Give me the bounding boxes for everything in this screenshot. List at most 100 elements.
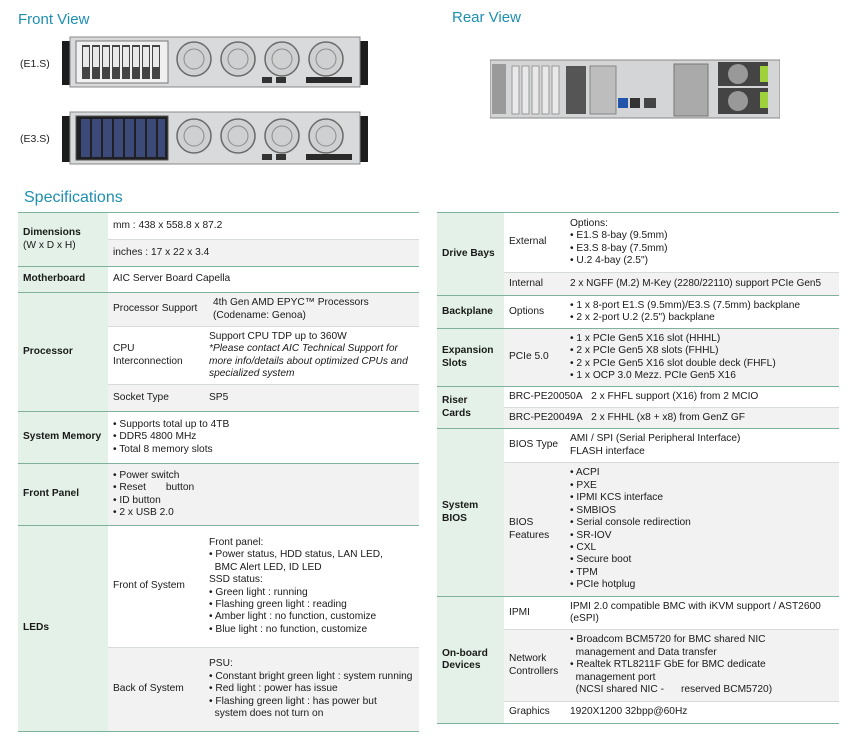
list-item: • U.2 4-bay (2.5") xyxy=(570,254,648,266)
list-item: • PCIe hotplug xyxy=(570,579,636,591)
list-item: • Serial console redirection xyxy=(570,517,691,529)
left-spec-table: Dimensions (W x D x H) mm : 438 x 558.8 … xyxy=(18,212,420,732)
expansion-slots-sub: PCIe 5.0 xyxy=(504,328,565,387)
backplane-list: • 1 x 8-port E1.S (9.5mm)/E3.S (7.5mm) b… xyxy=(565,295,839,329)
right-spec-table: Drive Bays External Options: • E1.S 8-ba… xyxy=(437,212,839,724)
backplane-row: Backplane Options • 1 x 8-port E1.S (9.5… xyxy=(437,295,839,329)
list-item: • E3.S 8-bay (7.5mm) xyxy=(570,242,668,254)
leds-back-row: Back of System PSU: • Constant bright gr… xyxy=(18,647,420,732)
list-item: SSD status: xyxy=(209,574,263,586)
expansion-slots-row: Expansion Slots PCIe 5.0 • 1 x PCIe Gen5… xyxy=(437,328,839,387)
list-item: • 2 x 2-port U.2 (2.5") backplane xyxy=(570,312,715,323)
graphics-row: Graphics 1920X1200 32bpp@60Hz xyxy=(437,701,839,724)
list-item: • Broadcom BCM5720 for BMC shared NIC xyxy=(570,634,766,646)
front-server-e3s-image xyxy=(62,111,368,165)
motherboard-row: Motherboard AIC Server Board Capella xyxy=(18,266,420,293)
front-view-title: Front View xyxy=(18,11,90,28)
dimensions-row-mm: Dimensions (W x D x H) mm : 438 x 558.8 … xyxy=(18,212,420,267)
bios-type-label: BIOS Type xyxy=(504,428,565,463)
bios-features-list: • ACPI • PXE • IPMI KCS interface • SMBI… xyxy=(565,462,839,597)
socket-type-value: SP5 xyxy=(204,384,420,412)
system-memory-label: System Memory xyxy=(18,411,108,464)
drive-bays-internal-value: 2 x NGFF (M.2) M-Key (2280/22110) suppor… xyxy=(565,272,839,296)
list-item: management and Data transfer xyxy=(570,646,717,658)
list-item: PSU: xyxy=(209,658,233,670)
list-item: management port xyxy=(570,671,656,683)
motherboard-value: AIC Server Board Capella xyxy=(108,266,420,293)
system-memory-row: System Memory • Supports total up to 4TB… xyxy=(18,411,420,464)
system-bios-label: System BIOS xyxy=(437,428,504,597)
network-controllers-row: Network Controllers • Broadcom BCM5720 f… xyxy=(437,629,839,702)
riser-desc: 2 x FHHL (x8 + x8) from GenZ GF xyxy=(591,411,746,423)
list-item: • Secure boot xyxy=(570,554,632,566)
processor-label: Processor xyxy=(18,292,108,412)
dimensions-sublabel: (W x D x H) xyxy=(23,239,76,251)
list-item: AMI / SPI (Serial Peripheral Interface) xyxy=(570,433,741,445)
list-item: • 1 x 8-port E1.S (9.5mm)/E3.S (7.5mm) b… xyxy=(570,299,801,311)
list-item: • CXL xyxy=(570,541,597,553)
onboard-devices-label: On-board Devices xyxy=(437,596,504,724)
bios-type-list: AMI / SPI (Serial Peripheral Interface) … xyxy=(565,428,839,463)
leds-back-list: PSU: • Constant bright green light : sys… xyxy=(204,647,420,732)
ipmi-row: On-board Devices IPMI IPMI 2.0 compatibl… xyxy=(437,596,839,724)
dimensions-label-cell: Dimensions (W x D x H) xyxy=(18,212,108,267)
list-item: • Power status, HDD status, LAN LED, xyxy=(209,549,383,561)
list-item: • Power switch xyxy=(113,469,180,481)
processor-support-value: 4th Gen AMD EPYC™ Processors (Codename: … xyxy=(204,292,420,327)
variant-label-e3s: (E3.S) xyxy=(20,133,50,145)
drive-bays-internal-row: Internal 2 x NGFF (M.2) M-Key (2280/2211… xyxy=(437,272,839,296)
variant-label-e1s: (E1.S) xyxy=(20,58,50,70)
dimensions-inches: inches : 17 x 22 x 3.4 xyxy=(108,239,420,267)
list-item: • E1.S 8-bay (9.5mm) xyxy=(570,230,668,242)
list-item: • Amber light : no function, customize xyxy=(209,611,377,623)
bios-features-row: BIOS Features • ACPI • PXE • IPMI KCS in… xyxy=(437,462,839,597)
list-item: • 2 x PCIe Gen5 X16 slot double deck (FH… xyxy=(570,357,776,369)
list-item: • 2 x USB 2.0 xyxy=(113,506,174,518)
drive-bays-external-row: Drive Bays External Options: • E1.S 8-ba… xyxy=(437,212,839,296)
list-item: • Total 8 memory slots xyxy=(113,443,213,455)
processor-support-row: Processor Processor Support 4th Gen AMD … xyxy=(18,292,420,412)
front-panel-list: • Power switch • Reset button • ID butto… xyxy=(108,463,420,526)
leds-front-row: LEDs Front of System Front panel: • Powe… xyxy=(18,525,420,732)
list-item: • PXE xyxy=(570,479,597,491)
list-item: • Realtek RTL8211F GbE for BMC dedicate xyxy=(570,659,766,671)
backplane-sub: Options xyxy=(504,295,565,329)
cpu-interconnection-label: CPU Interconnection xyxy=(108,326,204,385)
list-item: • TPM xyxy=(570,566,598,578)
socket-type-label: Socket Type xyxy=(108,384,204,412)
graphics-label: Graphics xyxy=(504,701,565,724)
expansion-slots-label: Expansion Slots xyxy=(437,328,504,387)
list-item: • SR-IOV xyxy=(570,529,612,541)
processor-support-label: Processor Support xyxy=(108,292,204,327)
list-item: • Red light : power has issue xyxy=(209,683,338,695)
list-item: • ACPI xyxy=(570,467,600,479)
list-item: • Supports total up to 4TB xyxy=(113,418,230,430)
rear-view-title: Rear View xyxy=(452,9,521,26)
cpu-tdp-value: Support CPU TDP up to 360W xyxy=(209,330,347,342)
bios-features-label: BIOS Features xyxy=(504,462,565,597)
drive-bays-label: Drive Bays xyxy=(437,212,504,296)
list-item: • 1 x OCP 3.0 Mezz. PCIe Gen5 X16 xyxy=(570,369,736,381)
leds-front-label: Front of System xyxy=(108,525,204,648)
list-item: FLASH interface xyxy=(570,445,645,457)
motherboard-label: Motherboard xyxy=(18,266,108,293)
riser-desc: 2 x FHFL support (X16) from 2 MCIO xyxy=(591,390,759,402)
list-item: • ID button xyxy=(113,494,161,506)
front-panel-row: Front Panel • Power switch • Reset butto… xyxy=(18,463,420,526)
bios-type-row: System BIOS BIOS Type AMI / SPI (Serial … xyxy=(437,428,839,597)
leds-label: LEDs xyxy=(18,525,108,732)
front-server-e1s-image xyxy=(62,36,368,88)
riser-card-row: BRC-PE20049A 2 x FHHL (x8 + x8) from Gen… xyxy=(437,407,839,429)
list-item: Options: xyxy=(570,217,608,229)
list-item: • IPMI KCS interface xyxy=(570,492,664,504)
list-item: BMC Alert LED, ID LED xyxy=(209,561,322,573)
rear-server-image xyxy=(490,59,780,119)
specifications-title: Specifications xyxy=(24,189,123,206)
list-item: Front panel: xyxy=(209,536,264,548)
cpu-support-note: *Please contact AIC Technical Support fo… xyxy=(209,343,408,379)
riser-cards-label: Riser Cards xyxy=(437,386,504,429)
drive-bays-external-label: External xyxy=(504,212,565,273)
socket-type-row: Socket Type SP5 xyxy=(18,384,420,412)
dimensions-label: Dimensions xyxy=(23,227,81,239)
dimensions-row-inches: inches : 17 x 22 x 3.4 xyxy=(18,239,420,267)
